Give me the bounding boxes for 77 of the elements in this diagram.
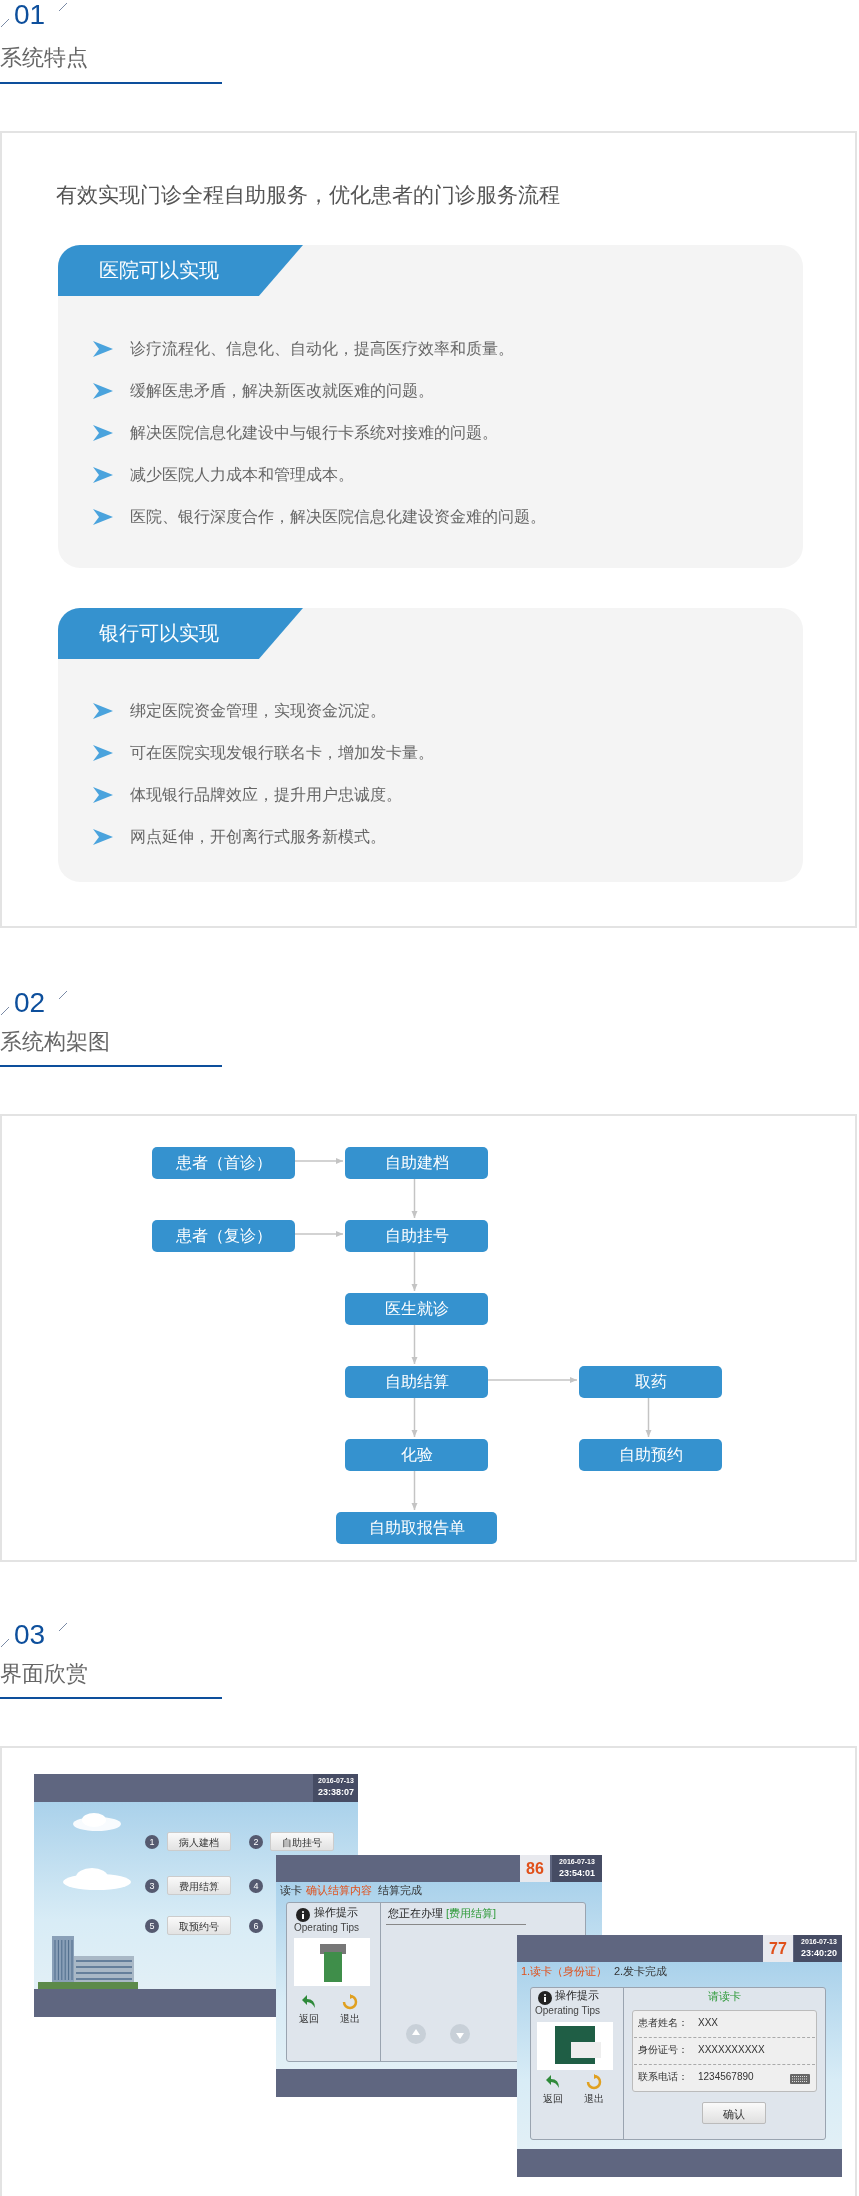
section-title: 界面欣赏 — [0, 1660, 88, 1688]
bullet-text: 诊疗流程化、信息化、自动化，提高医疗效率和质量。 — [130, 339, 514, 359]
step-text: 结算完成 — [378, 1884, 422, 1898]
arrow — [411, 1322, 418, 1365]
heading-banner: 医院可以实现 — [58, 245, 303, 296]
process-box: 取药 — [579, 1366, 722, 1398]
process-box: 自助取报告单 — [336, 1512, 497, 1544]
menu-button: 自助挂号 — [270, 1832, 334, 1851]
bullet-text: 解决医院信息化建设中与银行卡系统对接难的问题。 — [130, 423, 498, 443]
subtitle: 有效实现门诊全程自助服务，优化患者的门诊服务流程 — [56, 182, 560, 208]
tips-subheading: Operating Tips — [535, 2005, 601, 2017]
field-value: 1234567890 — [698, 2071, 754, 2083]
section-number: 02 — [14, 988, 46, 1018]
arrow — [411, 1176, 418, 1219]
status-text: 请读卡 — [708, 1990, 741, 2004]
step-text: 读卡 — [280, 1884, 302, 1898]
number-badge: 4 — [249, 1879, 263, 1893]
icon-caption: 退出 — [584, 2093, 604, 2105]
countdown-number: 86 — [520, 1855, 550, 1882]
bullet-text: 体现银行品牌效应，提升用户忠诚度。 — [130, 785, 402, 805]
menu-button: 费用结算 — [167, 1876, 231, 1895]
section-title: 系统特点 — [0, 44, 88, 72]
menu-button: 病人建档 — [167, 1832, 231, 1851]
field-value: XXX — [698, 2017, 718, 2029]
bullet-text: 减少医院人力成本和管理成本。 — [130, 465, 354, 485]
arrow — [411, 1468, 418, 1511]
process-box: 自助建档 — [345, 1147, 488, 1179]
step-text: 1.读卡（身份证） — [521, 1965, 608, 1979]
process-box: 医生就诊 — [345, 1293, 488, 1325]
arrow — [411, 1249, 418, 1292]
section-number: 03 — [14, 1620, 46, 1650]
process-box: 自助预约 — [579, 1439, 722, 1471]
process-box: 自助挂号 — [345, 1220, 488, 1252]
status-text: [费用结算] — [446, 1907, 497, 1921]
tips-heading: 操作提示 — [555, 1989, 599, 2003]
status-text: 您正在办理 — [388, 1907, 443, 1921]
tips-heading: 操作提示 — [314, 1906, 358, 1920]
icon-caption: 退出 — [340, 2013, 360, 2025]
number-badge: 6 — [249, 1919, 263, 1933]
number-badge: 3 — [145, 1879, 159, 1893]
tips-subheading: Operating Tips — [294, 1922, 360, 1934]
time-text: 23:40:20 — [800, 1948, 838, 1959]
icon-caption: 返回 — [299, 2013, 319, 2025]
content-panel — [0, 1114, 857, 1562]
icon-caption: 返回 — [543, 2093, 563, 2105]
feature-card — [58, 608, 803, 882]
field-value: XXXXXXXXXX — [698, 2044, 765, 2056]
process-box: 患者（首诊） — [152, 1147, 295, 1179]
section-title: 系统构架图 — [0, 1028, 110, 1056]
number-badge: 1 — [145, 1835, 159, 1849]
step-text: 确认结算内容 — [306, 1884, 372, 1898]
bullet-text: 可在医院实现发银行联名卡，增加发卡量。 — [130, 743, 434, 763]
field-label: 身份证号： — [638, 2044, 688, 2056]
menu-button: 取预约号 — [167, 1916, 231, 1935]
step-text: 2.发卡完成 — [614, 1965, 668, 1979]
field-label: 患者姓名： — [638, 2017, 688, 2029]
time-text: 23:38:07 — [317, 1787, 355, 1798]
time-text: 23:54:01 — [558, 1868, 596, 1879]
section-number: 01 — [14, 0, 46, 30]
process-box: 化验 — [345, 1439, 488, 1471]
heading-banner: 银行可以实现 — [58, 608, 303, 659]
bullet-text: 绑定医院资金管理，实现资金沉淀。 — [130, 701, 386, 721]
feature-card — [58, 245, 803, 568]
arrow — [645, 1395, 652, 1438]
bullet-text: 医院、银行深度合作，解决医院信息化建设资金难的问题。 — [130, 507, 546, 527]
confirm-button: 确认 — [702, 2102, 766, 2124]
arrow — [411, 1395, 418, 1438]
content-panel — [0, 1746, 857, 2196]
number-badge: 2 — [249, 1835, 263, 1849]
number-badge: 5 — [145, 1919, 159, 1933]
countdown-number: 77 — [763, 1935, 793, 1962]
bullet-text: 网点延伸，开创离行式服务新模式。 — [130, 827, 386, 847]
process-box: 自助结算 — [345, 1366, 488, 1398]
content-panel — [0, 131, 857, 928]
process-box: 患者（复诊） — [152, 1220, 295, 1252]
field-label: 联系电话： — [638, 2071, 688, 2083]
bullet-text: 缓解医患矛盾，解决新医改就医难的问题。 — [130, 381, 434, 401]
